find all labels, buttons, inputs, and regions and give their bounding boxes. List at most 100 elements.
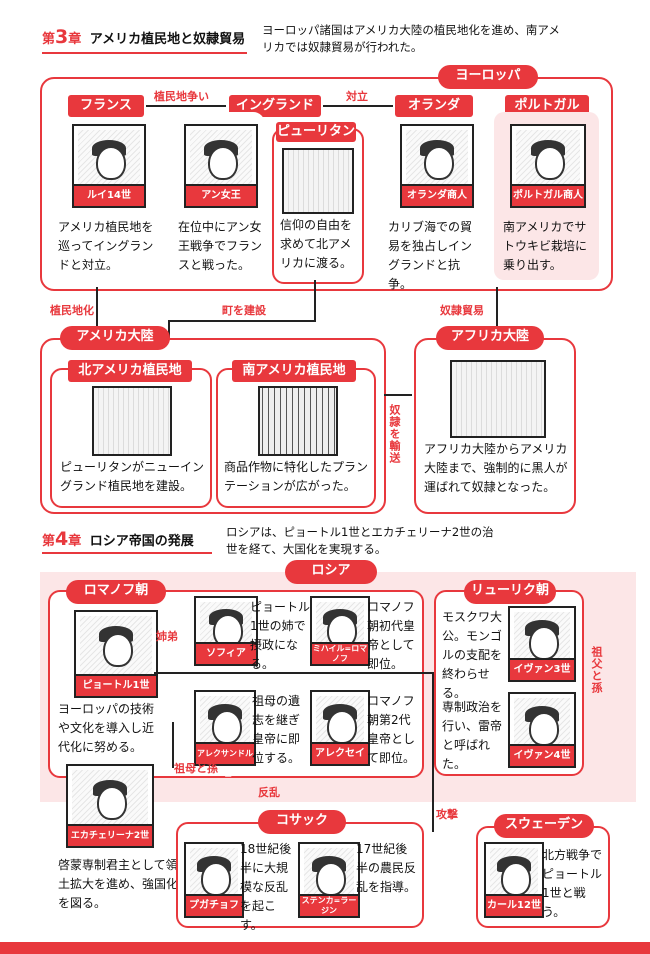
alexei-text: ロマノフ朝第2代皇帝として即位。 — [367, 694, 416, 765]
mikhail-text: ロマノフ朝初代皇帝として即位。 — [367, 600, 416, 671]
louis14-name: ルイ14世 — [74, 184, 144, 206]
south-colony-title: 南アメリカ植民地 — [232, 360, 356, 382]
attack-text: 攻撃 — [436, 808, 458, 821]
dutch-merchant-name: オランダ商人 — [402, 184, 472, 206]
sweden-label: スウェーデン — [494, 814, 594, 838]
town-line-vertical — [314, 280, 316, 322]
north-colony-illustration — [92, 386, 172, 456]
grandmother-grandchild-text: 祖母と孫 — [174, 762, 218, 775]
section4-number-suffix: 章 — [68, 534, 82, 549]
razin-text: 17世紀後半の農民反乱を指導。 — [356, 842, 417, 894]
pugachev-text: 18世紀後半に大規模な反乱を起こす。 — [240, 842, 292, 932]
europe-label: ヨーロッパ — [438, 65, 538, 89]
peter1-text: ヨーロッパの技術や文化を導入し近代化に努める。 — [58, 702, 155, 754]
colonial-conflict-text: 植民地争い — [154, 90, 209, 103]
portuguese-merchant-portrait: ポルトガル商人 — [510, 124, 586, 208]
ivan3-portrait: イヴァン3世 — [508, 606, 576, 682]
england-text: 在位中にアン女王戦争でフランスと戦った。 — [178, 220, 263, 272]
africa-label: アフリカ大陸 — [436, 326, 544, 350]
puritan-illustration — [282, 148, 354, 214]
ivan4-name: イヴァン4世 — [510, 744, 574, 766]
section3-number-suffix: 章 — [68, 32, 82, 47]
africa-text: アフリカ大陸からアメリカ大陸まで、強制的に黒人が運ばれて奴隷となった。 — [424, 442, 568, 494]
louis14-portrait: ルイ14世 — [72, 124, 146, 208]
dutch-merchant-portrait: オランダ商人 — [400, 124, 474, 208]
netherlands-label: オランダ — [395, 95, 473, 117]
france-label: フランス — [68, 95, 144, 117]
rebellion-text: 反乱 — [258, 786, 280, 799]
ivan4-portrait: イヴァン4世 — [508, 692, 576, 768]
section3-underline — [42, 52, 247, 54]
england-label: イングランド — [229, 95, 321, 117]
mikhail-portrait: ミハイル=ロマノフ — [310, 596, 370, 666]
opposition-arrow — [323, 105, 393, 107]
sophia-portrait: ソフィア — [194, 596, 258, 666]
catherine2-text: 啓蒙専制君主として領土拡大を進め、強国化を図る。 — [58, 858, 179, 910]
queen-anne-name: アン女王 — [186, 184, 256, 206]
mikhail-name: ミハイル=ロマノフ — [312, 642, 368, 664]
slave-trade-text: 奴隷貿易 — [440, 304, 484, 317]
peter1-portrait: ピョートル1世 — [74, 610, 158, 698]
siblings-text: 姉弟 — [156, 630, 178, 643]
slave-transport-text: 奴隷を輸送 — [388, 404, 401, 464]
peter-link-line — [154, 672, 434, 674]
alexei-name: アレクセイ — [312, 742, 368, 764]
section4-title: ロシア帝国の発展 — [89, 534, 194, 549]
sophia-text: ピョートル1世の姉で摂政になる。 — [250, 600, 311, 671]
romanov-label: ロマノフ朝 — [66, 580, 166, 604]
bottom-bar — [0, 942, 650, 954]
grandfather-grandchild-text: 祖父と孫 — [590, 646, 603, 694]
portugal-text: 南アメリカでサトウキビ栽培に乗り出す。 — [503, 220, 588, 272]
alexander1-text: 祖母の遺志を継ぎ皇帝に即位する。 — [252, 694, 301, 765]
section3-number: 3 — [55, 26, 69, 48]
ivan3-name: イヴァン3世 — [510, 658, 574, 680]
conflict-arrow — [146, 105, 226, 107]
section3-title: アメリカ植民地と奴隷貿易 — [89, 32, 246, 47]
colonization-text: 植民地化 — [50, 304, 94, 317]
cossack-label: コサック — [258, 810, 346, 834]
catherine-link-line — [172, 722, 174, 768]
plantation-illustration — [258, 386, 338, 456]
section3-number-prefix: 第 — [42, 32, 56, 47]
france-text: アメリカ植民地を巡ってイングランドと対立。 — [58, 220, 154, 272]
america-label: アメリカ大陸 — [60, 326, 170, 350]
section4-underline — [42, 552, 212, 554]
slave-trade-line — [496, 287, 498, 327]
netherlands-text: カリブ海での貿易を独占しイングランドと抗争。 — [388, 220, 473, 291]
karl12-name: カール12世 — [486, 894, 542, 916]
puritan-label: ピューリタン — [276, 122, 356, 142]
town-line-horizontal — [168, 320, 316, 322]
karl12-text: 北方戦争でピョートル1世と戦う。 — [542, 848, 603, 919]
catherine2-portrait: エカチェリーナ2世 — [66, 764, 154, 848]
alexander1-name: アレクサンドル1世 — [196, 742, 254, 778]
section4-number-prefix: 第 — [42, 534, 56, 549]
slave-ship-illustration — [450, 360, 546, 438]
section3-intro: ヨーロッパ諸国はアメリカ大陸の植民地化を進め、南アメリカでは奴隷貿易が行われた。 — [262, 23, 560, 54]
pugachev-portrait: プガチョフ — [184, 842, 244, 918]
section4-intro: ロシアは、ピョートル1世とエカチェリーナ2世の治世を経て、大国化を実現する。 — [226, 525, 494, 556]
south-colony-text: 商品作物に特化したプランテーションが広がった。 — [224, 460, 369, 493]
north-colony-text: ピューリタンがニューイングランド植民地を建設。 — [60, 460, 205, 493]
section4-number: 4 — [55, 528, 69, 550]
peter1-name: ピョートル1世 — [76, 674, 156, 696]
puritan-text: 信仰の自由を求めて北アメリカに渡る。 — [280, 218, 353, 270]
alexei-portrait: アレクセイ — [310, 690, 370, 766]
razin-name: ステンカ=ラージン — [300, 894, 358, 916]
sweden-link-line — [432, 672, 434, 832]
north-colony-title: 北アメリカ植民地 — [68, 360, 192, 382]
ivan3-text: モスクワ大公。モンゴルの支配を終わらせる。 — [442, 610, 503, 700]
catherine2-name: エカチェリーナ2世 — [68, 824, 152, 846]
opposition-text: 対立 — [346, 90, 368, 103]
razin-portrait: ステンカ=ラージン — [298, 842, 360, 918]
town-text: 町を建設 — [222, 304, 266, 317]
colonization-line — [96, 287, 98, 327]
pugachev-name: プガチョフ — [186, 894, 242, 916]
rurik-label: リューリク朝 — [464, 580, 556, 604]
alexander1-portrait: アレクサンドル1世 — [194, 690, 256, 778]
section4-heading: 第4章 ロシア帝国の発展 — [42, 528, 194, 550]
karl12-portrait: カール12世 — [484, 842, 544, 918]
ivan4-text: 専制政治を行い、雷帝と呼ばれた。 — [442, 700, 503, 771]
russia-label: ロシア — [285, 560, 377, 584]
queen-anne-portrait: アン女王 — [184, 124, 258, 208]
slave-transport-arrow — [384, 394, 412, 396]
